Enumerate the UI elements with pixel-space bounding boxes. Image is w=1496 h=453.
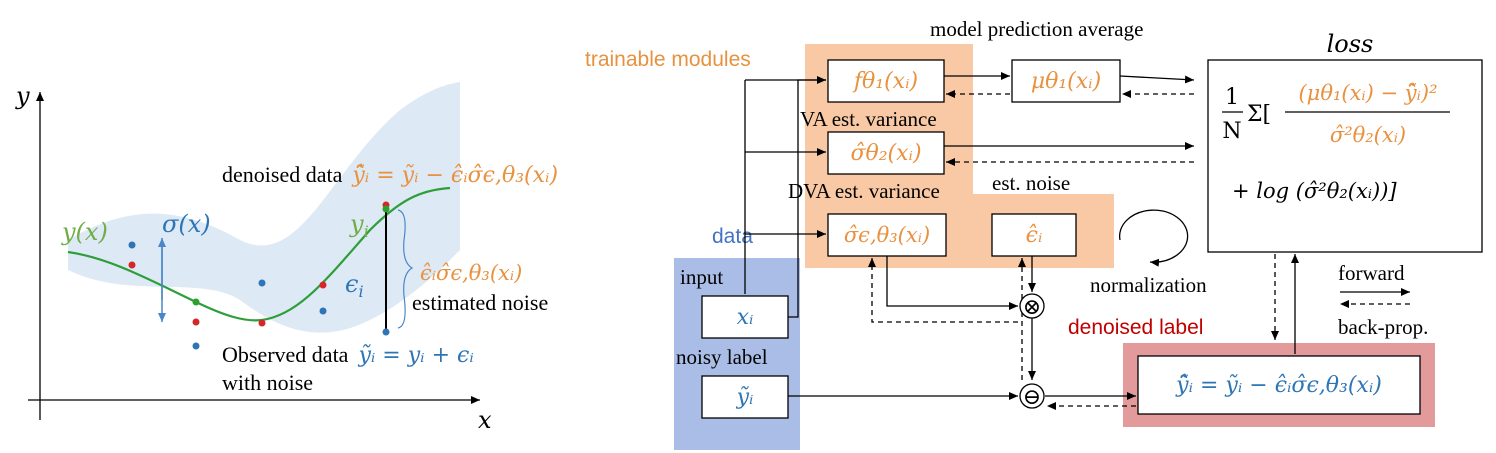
f-theta1-box bbox=[827, 59, 945, 103]
sigma-label: σ(x) bbox=[162, 210, 211, 238]
point-red bbox=[319, 281, 327, 289]
eps-hat-box bbox=[991, 213, 1077, 257]
sigma-theta2-box bbox=[827, 131, 945, 175]
curve-label: y(x) bbox=[61, 218, 108, 246]
yi-label: yi bbox=[349, 210, 369, 241]
point-blue bbox=[258, 279, 266, 287]
point-blue bbox=[382, 328, 390, 336]
denoised-box bbox=[1137, 355, 1421, 415]
uncertainty-band bbox=[68, 82, 460, 333]
left-plot: y x y(x) σ(x) yi ϵi denoised data ŷ̃ᵢ = … bbox=[15, 82, 558, 434]
sigma-eps-theta3-box bbox=[827, 213, 947, 257]
sigma-eps-theta3-text: σ̂ϵ,θ₃(xᵢ) bbox=[844, 223, 930, 247]
loss-n: N bbox=[1222, 119, 1241, 144]
point-green bbox=[192, 298, 200, 306]
xi-box bbox=[701, 295, 789, 339]
point-blue bbox=[319, 307, 327, 315]
backprop-arrows bbox=[868, 90, 1279, 410]
input-label: input bbox=[680, 265, 723, 289]
loss-numerator: (μθ₁(xᵢ) − ŷ̃ᵢ)² bbox=[1298, 81, 1437, 105]
denoised-data-text: denoised data ŷ̃ᵢ = ỹᵢ − ϵ̂ᵢσ̂ϵ,θ₃(xᵢ) bbox=[222, 162, 558, 188]
xi-text: xᵢ bbox=[737, 305, 754, 330]
mu-theta1-text: μθ₁(xᵢ) bbox=[1031, 69, 1101, 94]
right-diagram: fθ₁(xᵢ) μθ₁(xᵢ) σ̂θ₂(xᵢ) σ̂ϵ,θ₃(xᵢ) ϵ̂ᵢ … bbox=[585, 17, 1483, 450]
loss-title: loss bbox=[1327, 30, 1374, 58]
noise-term-label: ϵ̂ᵢσ̂ϵ,θ₃(xᵢ) bbox=[420, 261, 522, 285]
loss-log: + log (σ̂²θ₂(xᵢ))] bbox=[1232, 179, 1397, 203]
model-prediction-average-label: model prediction average bbox=[930, 17, 1143, 41]
yi-tilde-box bbox=[701, 375, 789, 419]
point-blue bbox=[192, 342, 200, 350]
noisy-label-label: noisy label bbox=[676, 345, 768, 369]
point-green bbox=[382, 205, 390, 213]
dva-est-variance-label: DVA est. variance bbox=[788, 179, 940, 203]
with-noise-text: with noise bbox=[222, 370, 313, 395]
otimes-node bbox=[1019, 293, 1045, 319]
point-red bbox=[192, 318, 200, 326]
normalization-label: normalization bbox=[1090, 273, 1207, 297]
loss-sum: Σ[ bbox=[1247, 102, 1271, 127]
denoised-label-label: denoised label bbox=[1068, 316, 1203, 339]
point-red bbox=[128, 261, 136, 269]
otimes-symbol: ⊗ bbox=[1023, 295, 1041, 320]
noise-brace bbox=[397, 209, 414, 329]
forward-arrows bbox=[744, 72, 1299, 400]
trainable-modules-label: trainable modules bbox=[585, 48, 751, 71]
x-axis-label: x bbox=[478, 406, 492, 434]
sigma-theta2-text: σ̂θ₂(xᵢ) bbox=[850, 141, 921, 166]
forward-label: forward bbox=[1338, 261, 1405, 285]
ominus-symbol: ⊖ bbox=[1023, 385, 1041, 410]
normalization-loop bbox=[1118, 209, 1189, 267]
eps-label: ϵi bbox=[345, 270, 364, 301]
yi-tilde-text: ỹᵢ bbox=[736, 385, 754, 410]
denoised-box-text: ŷ̃ᵢ = ỹᵢ − ϵ̂ᵢσ̂ϵ,θ₃(xᵢ) bbox=[1175, 373, 1382, 398]
data-label: data bbox=[712, 225, 753, 248]
point-blue bbox=[128, 241, 136, 249]
observed-data-text: Observed data ỹᵢ = yᵢ + ϵᵢ bbox=[222, 342, 474, 368]
est-noise-label: est. noise bbox=[992, 171, 1070, 195]
va-est-variance-label: VA est. variance bbox=[800, 107, 937, 131]
ominus-node bbox=[1019, 383, 1045, 409]
point-red bbox=[258, 319, 266, 327]
loss-box bbox=[1207, 59, 1483, 253]
loss-one: 1 bbox=[1225, 85, 1239, 110]
f-theta1-text: fθ₁(xᵢ) bbox=[852, 69, 918, 94]
loss-denominator: σ̂²θ₂(xᵢ) bbox=[1330, 123, 1406, 147]
eps-hat-text: ϵ̂ᵢ bbox=[1026, 223, 1043, 248]
mu-theta1-box bbox=[1011, 59, 1121, 103]
backprop-label: back-prop. bbox=[1338, 315, 1428, 339]
y-axis-label: y bbox=[15, 82, 30, 110]
estimated-noise-label: estimated noise bbox=[412, 290, 548, 315]
